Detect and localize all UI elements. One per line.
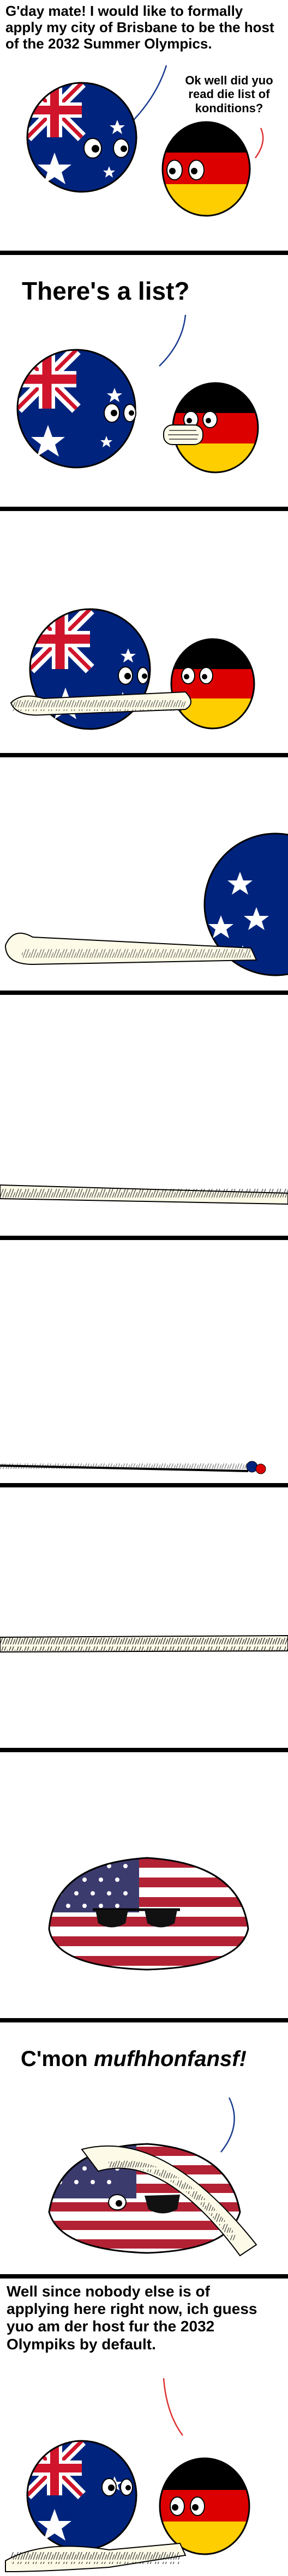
rolled-list-scroll (163, 424, 203, 445)
star-icon (100, 436, 112, 447)
panel-8-art (48, 1857, 249, 1971)
star-icon (121, 648, 136, 663)
panel-2-art (16, 314, 259, 473)
panel-divider (0, 507, 288, 511)
usa-ball (48, 1857, 249, 1971)
panel-divider (0, 991, 288, 995)
panel-3-art (10, 608, 255, 730)
panel-6-art (0, 1461, 266, 1474)
panel-divider (0, 251, 288, 255)
panel-divider (0, 2018, 288, 2022)
eyepatch-icon (145, 2195, 180, 2214)
unrolled-list-paper (10, 691, 191, 716)
endless-list-paper (0, 1184, 288, 1205)
star-icon (110, 120, 125, 134)
australia-ball-4 (203, 833, 288, 976)
star-icon (107, 388, 122, 402)
panel-4-art (4, 833, 288, 976)
panel-5-art (0, 1184, 288, 1205)
panel-divider (0, 1483, 288, 1487)
australia-speech-2: There's a list? (22, 277, 190, 305)
panel-1-art (26, 65, 264, 217)
star-icon (31, 425, 65, 457)
long-list-paper (4, 932, 257, 965)
star-icon (208, 915, 233, 938)
germany-ball-5 (159, 2457, 250, 2555)
list-wrapped-paper (81, 2145, 257, 2257)
star-icon (38, 2509, 71, 2541)
panel-7-art (0, 1635, 288, 1653)
tiny-list-line (0, 1463, 249, 1472)
panel-7 (0, 1487, 288, 1748)
germany-speech-1: Ok well did yuo read die list of konditi… (185, 74, 273, 115)
star-icon (227, 872, 253, 895)
germany-speech-2: Well since nobody else is of applying he… (7, 2283, 257, 2353)
sunglasses-icon (93, 1908, 180, 1928)
panel-9-art (48, 2097, 257, 2257)
list-passing-paper (0, 1635, 288, 1653)
australia-ball-5 (26, 2440, 137, 2551)
australia-speech-1: G'day mate! I would like to formally app… (5, 3, 274, 52)
usa-speech-emphasis: mufhhonfansf! (93, 2047, 247, 2071)
panel-divider (0, 1236, 288, 1240)
star-icon (38, 153, 71, 184)
australia-ball-1 (26, 82, 137, 193)
panel-6 (0, 1240, 288, 1483)
panel-divider (0, 2274, 288, 2279)
usa-speech: C'mon mufhhonfansf! (21, 2046, 283, 2071)
panel-divider (0, 753, 288, 757)
australia-ball-2 (16, 349, 136, 469)
tiny-balls (246, 1461, 266, 1474)
usa-speech-prefix: C'mon (21, 2047, 94, 2071)
panel-divider (0, 1748, 288, 1752)
star-icon (244, 907, 269, 930)
star-icon (103, 166, 115, 178)
scroll-pile-paper (5, 2542, 187, 2573)
